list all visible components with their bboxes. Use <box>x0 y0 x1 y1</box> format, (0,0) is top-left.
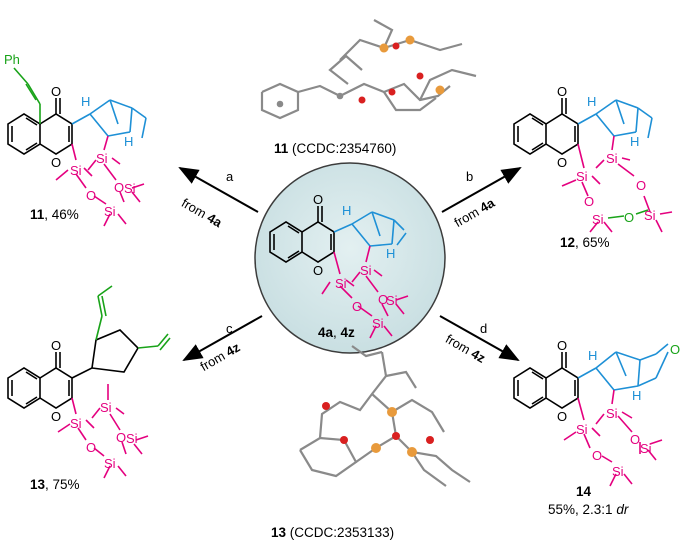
ccdc-number-13: (CCDC:2353133) <box>286 525 395 540</box>
atom-si: Si <box>96 151 108 166</box>
arrow-b-letter: b <box>466 170 473 183</box>
atom-o-ring: O <box>51 409 61 424</box>
atom-si: Si <box>640 441 652 456</box>
compound-id-14: 14 <box>576 484 592 499</box>
yield-12: , 65% <box>575 235 610 250</box>
atom-si: Si <box>70 163 82 178</box>
crystal-compound-id-13: 13 <box>271 525 287 540</box>
crystal-atoms-11 <box>358 35 445 104</box>
atom-si: Si <box>592 212 604 227</box>
atom-si: Si <box>360 263 372 278</box>
arrow-c-letter: c <box>226 322 233 335</box>
compound-id-11: 11 <box>30 207 45 222</box>
atom-h: H <box>342 203 351 218</box>
atom-si: Si <box>335 276 347 291</box>
center-molecule <box>269 206 409 339</box>
molecule-13 <box>7 285 171 479</box>
arrow-a-letter: a <box>226 170 233 183</box>
crystal-label-bottom: 13 (CCDC:2353133) <box>271 526 394 540</box>
atom-si: Si <box>124 181 136 196</box>
atom-o-carbonyl: O <box>51 338 61 353</box>
crystal-structure-11 <box>260 19 477 120</box>
atom-o: O <box>352 299 362 314</box>
atom-h: H <box>632 388 641 403</box>
ccdc-number-11: (CCDC:2354760) <box>288 141 397 156</box>
condition-letter-d: d <box>480 321 488 336</box>
product-label-11: 11, 46% <box>30 208 79 222</box>
atom-o-carbonyl: O <box>51 84 61 99</box>
atom-o-ring: O <box>51 155 61 170</box>
atom-si: Si <box>372 316 384 331</box>
atom-h: H <box>587 94 596 109</box>
compound-id-4z: 4z <box>340 325 355 340</box>
atom-o-ring: O <box>557 409 567 424</box>
atom-si: Si <box>576 422 588 437</box>
center-label: 4a, 4z <box>318 326 355 340</box>
atom-o: O <box>636 178 646 193</box>
atom-si: Si <box>606 406 618 421</box>
crystal-label-top: 11 (CCDC:2354760) <box>274 142 396 156</box>
arrow-d <box>439 315 520 361</box>
product-label-12: 12, 65% <box>560 236 610 250</box>
yield-14: 55%, 2.3:1 <box>548 502 617 517</box>
condition-letter-a: a <box>226 169 234 184</box>
atom-o: O <box>116 430 126 445</box>
molecule-14 <box>513 343 669 487</box>
atom-si: Si <box>386 293 398 308</box>
condition-letter-c: c <box>226 321 233 336</box>
arrow-c <box>182 315 263 361</box>
atom-si: Si <box>606 151 618 166</box>
atom-o: O <box>378 292 388 307</box>
atom-h: H <box>386 246 395 261</box>
atom-si: Si <box>104 456 116 471</box>
atom-si: Si <box>612 464 624 479</box>
arrow-a <box>178 167 259 213</box>
atom-o-carbonyl: O <box>557 338 567 353</box>
atom-o: O <box>630 432 640 447</box>
atom-si: Si <box>70 416 82 431</box>
yield-13: , 75% <box>45 477 80 492</box>
atom-si: Si <box>126 431 138 446</box>
atom-o-epoxide: O <box>670 342 680 357</box>
atom-o-ring: O <box>313 263 323 278</box>
crystal-compound-id-11: 11 <box>274 141 289 156</box>
crystal-structure-13 <box>299 345 471 487</box>
molecule-11 <box>7 67 147 227</box>
dr-label: dr <box>616 502 629 517</box>
atom-si: Si <box>104 204 116 219</box>
atom-o: O <box>592 448 602 463</box>
atom-h: H <box>588 348 597 363</box>
compound-id-4a: 4a <box>318 325 334 340</box>
atom-o: O <box>584 194 594 209</box>
atom-si: Si <box>644 208 656 223</box>
atom-o: O <box>86 188 96 203</box>
atom-o-carbonyl: O <box>313 192 323 207</box>
compound-id-13: 13 <box>30 477 46 492</box>
product-label-13: 13, 75% <box>30 478 80 492</box>
atom-si: Si <box>576 169 588 184</box>
arrow-b <box>441 167 522 213</box>
atom-si: Si <box>100 400 112 415</box>
atom-o-ring: O <box>557 155 567 170</box>
atom-ph: Ph <box>4 52 20 67</box>
arrow-d-letter: d <box>480 322 487 335</box>
atom-h: H <box>630 134 639 149</box>
molecule-12 <box>513 98 673 233</box>
center-label-separator: , <box>333 325 341 340</box>
crystal-atoms-13 <box>322 402 434 457</box>
atom-o: O <box>624 210 634 225</box>
product-label-14-id: 14 <box>576 485 591 499</box>
atom-o: O <box>86 440 96 455</box>
yield-11: , 46% <box>44 207 79 222</box>
compound-id-12: 12 <box>560 235 576 250</box>
product-label-14-yield: 55%, 2.3:1 dr <box>548 503 628 517</box>
atom-h: H <box>81 94 90 109</box>
atom-o: O <box>114 180 124 195</box>
atom-o-carbonyl: O <box>557 84 567 99</box>
atom-h: H <box>124 134 133 149</box>
condition-letter-b: b <box>466 169 474 184</box>
